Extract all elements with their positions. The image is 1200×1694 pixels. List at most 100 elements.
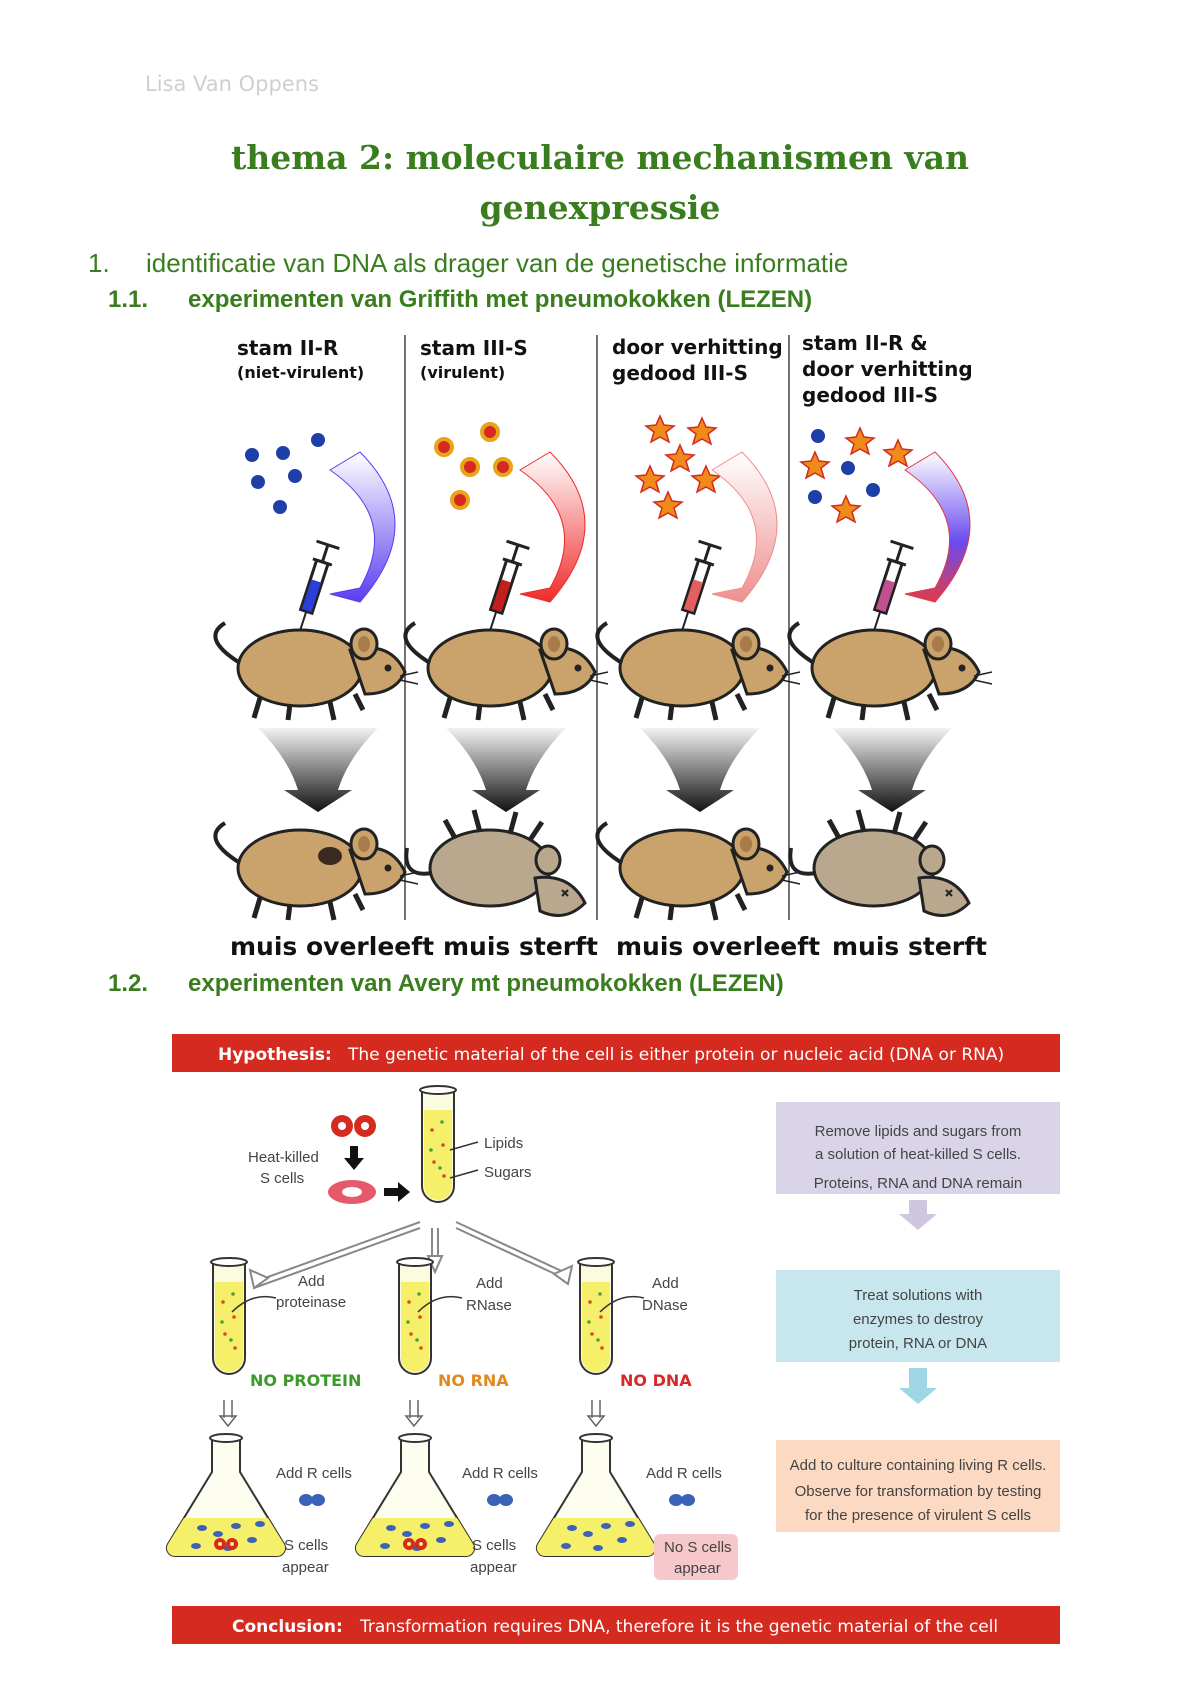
down-arrow-icon	[446, 728, 566, 812]
page-title-line2: genexpressie	[479, 188, 721, 227]
s-cell-pair-icon	[331, 1115, 376, 1137]
result-label: NO PROTEIN	[250, 1371, 361, 1390]
down-arrow-icon	[344, 1146, 364, 1170]
outcome-label: muis sterft	[443, 932, 598, 961]
hypothesis-label: Hypothesis:	[218, 1045, 332, 1065]
syringe-icon	[858, 539, 915, 644]
test-tube-icon	[419, 1085, 457, 1203]
test-tube-icon	[210, 1257, 248, 1375]
mixed-bacteria-cluster	[799, 426, 914, 524]
outcome-label: muis overleeft	[616, 932, 820, 961]
step-box-treat-enzymes	[776, 1270, 1060, 1362]
strain-label: gedood III-S	[612, 361, 748, 385]
strain-label: stam II-R &	[802, 331, 928, 355]
enzyme-label: RNase	[466, 1297, 512, 1314]
outcome-label: S cells	[472, 1537, 516, 1554]
enzyme-label: DNase	[642, 1297, 688, 1314]
add-r-cells-label: Add R cells	[646, 1465, 722, 1482]
step-box-remove-lipids	[776, 1102, 1060, 1194]
hypothesis-banner	[172, 1034, 1060, 1072]
injection-arrow	[711, 451, 778, 603]
author-name: Lisa Van Oppens	[145, 72, 319, 96]
step-text: Proteins, RNA and DNA remain	[814, 1175, 1022, 1192]
page-title-line1: thema 2: moleculaire mechanismen van	[231, 138, 969, 177]
culture-flask-icon	[535, 1433, 657, 1558]
section-number: 1.2.	[108, 970, 149, 997]
branch-arrows	[248, 1221, 574, 1290]
smooth-bacteria-cluster	[434, 422, 513, 510]
surviving-mouse-icon	[215, 823, 418, 920]
add-r-cells-label: Add R cells	[276, 1465, 352, 1482]
down-arrow-icon	[899, 1200, 937, 1230]
syringe-icon	[284, 539, 341, 644]
section-1-1-heading: 1.1. experimenten van Griffith met pneumo…	[108, 286, 812, 314]
test-tube-icon	[577, 1257, 615, 1375]
test-tube-icon	[396, 1257, 434, 1375]
step-text: a solution of heat-killed S cells.	[815, 1146, 1021, 1163]
outcome-label: muis sterft	[832, 932, 987, 961]
step-text: protein, RNA or DNA	[849, 1335, 987, 1352]
outcome-label: appear	[674, 1560, 721, 1577]
section-1-2-heading: 1.2. experimenten van Avery mt pneumokokk…	[108, 970, 784, 998]
section-number: 1.1.	[108, 286, 149, 313]
enzyme-label: Add	[476, 1275, 503, 1292]
result-label: NO RNA	[438, 1371, 509, 1390]
section-title: experimenten van Avery mt pneumokokken (…	[188, 970, 784, 997]
down-arrow-icon	[640, 728, 760, 812]
outcome-label: muis overleeft	[230, 932, 434, 961]
step-text: enzymes to destroy	[853, 1311, 984, 1328]
section-1-heading: 1. identificatie van DNA als drager van d…	[88, 248, 848, 279]
injection-arrow	[329, 451, 396, 603]
strain-label: gedood III-S	[802, 383, 938, 407]
strain-label: stam III-S	[420, 336, 528, 360]
step-text: Treat solutions with	[854, 1287, 983, 1304]
enzyme-label: proteinase	[276, 1294, 346, 1311]
hypothesis-text: The genetic material of the cell is eith…	[347, 1045, 1004, 1065]
injection-arrow	[519, 451, 586, 603]
syringe-icon	[666, 539, 723, 644]
syringe-icon	[474, 539, 531, 644]
lipids-label: Lipids	[484, 1135, 523, 1152]
strain-sublabel: (virulent)	[420, 363, 505, 382]
section-title: experimenten van Griffith met pneumokokk…	[188, 286, 813, 313]
injection-arrow	[904, 451, 971, 603]
enzyme-label: Add	[652, 1275, 679, 1292]
conclusion-banner	[172, 1606, 1060, 1644]
lysed-cell-icon	[328, 1180, 376, 1204]
culture-flask-icon	[354, 1433, 476, 1558]
down-arrow-icon	[899, 1368, 937, 1404]
r-cell-pair-icon	[299, 1494, 695, 1506]
heat-killed-label: Heat-killed	[248, 1149, 319, 1166]
result-label: NO DNA	[620, 1371, 692, 1390]
step-text: Remove lipids and sugars from	[815, 1123, 1022, 1140]
step-box-add-culture	[776, 1440, 1060, 1532]
strain-label: stam II-R	[237, 336, 338, 360]
down-arrow-icon	[218, 1400, 606, 1428]
step-text: Add to culture containing living R cells…	[790, 1457, 1047, 1474]
outcome-label: appear	[282, 1559, 329, 1576]
enzyme-label: Add	[298, 1273, 325, 1290]
conclusion-label: Conclusion:	[232, 1617, 343, 1637]
heat-killed-bacteria-stars	[634, 414, 722, 520]
down-arrow-icon	[258, 728, 378, 812]
outcome-label: No S cells	[664, 1539, 732, 1556]
culture-flask-icon	[165, 1433, 287, 1558]
strain-label: door verhitting	[612, 335, 783, 359]
strain-sublabel: (niet-virulent)	[237, 363, 364, 382]
no-s-cells-badge	[654, 1534, 738, 1580]
right-arrow-icon	[384, 1182, 410, 1202]
rough-bacteria-cluster	[245, 433, 325, 514]
s-cells-label: S cells	[260, 1170, 304, 1187]
section-title: identificatie van DNA als drager van de …	[146, 248, 849, 278]
sugars-label: Sugars	[484, 1164, 532, 1181]
step-text: Observe for transformation by testing	[795, 1483, 1042, 1500]
step-text: for the presence of virulent S cells	[805, 1507, 1031, 1524]
outcome-label: appear	[470, 1559, 517, 1576]
section-number: 1.	[88, 248, 110, 278]
conclusion-text: Transformation requires DNA, therefore i…	[359, 1617, 998, 1637]
add-r-cells-label: Add R cells	[462, 1465, 538, 1482]
down-arrow-icon	[832, 728, 952, 812]
strain-label: door verhitting	[802, 357, 973, 381]
outcome-label: S cells	[284, 1537, 328, 1554]
